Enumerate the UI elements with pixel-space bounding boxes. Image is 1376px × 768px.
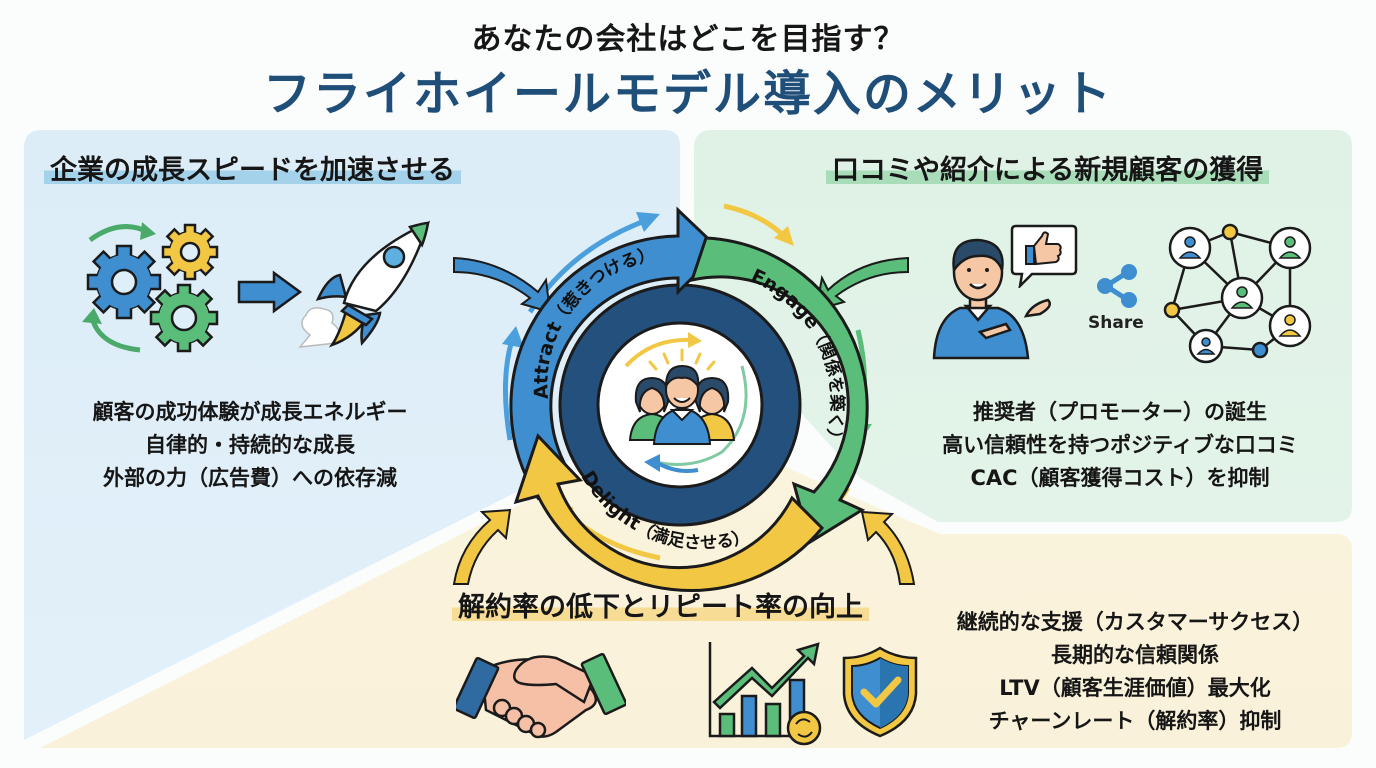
delight-segment [513, 433, 825, 592]
customers-icon [628, 364, 736, 445]
retention-heading: 解約率の低下とリピート率の向上 [452, 585, 869, 624]
bullet: 継続的な支援（カスタマーサクセス） [956, 610, 1314, 634]
gears-icon [82, 222, 219, 353]
growth-heading: 企業の成長スピードを加速させる [44, 148, 461, 187]
bullet: 長期的な信頼関係 [1051, 643, 1219, 667]
page-title: フライホイールモデル導入のメリット [262, 66, 1113, 122]
growth-bullets: 顧客の成功体験が成長エネルギー 自律的・持続的な成長 外部の力（広告費）への依存… [40, 396, 460, 495]
bullet: 顧客の成功体験が成長エネルギー [92, 400, 408, 424]
retention-bullets: 継続的な支援（カスタマーサクセス） 長期的な信頼関係 LTV（顧客生涯価値）最大… [920, 606, 1350, 738]
bullet: CAC（顧客獲得コスト）を抑制 [970, 466, 1270, 490]
bullet: LTV（顧客生涯価値）最大化 [999, 676, 1271, 700]
handshake-icon [456, 652, 626, 739]
growth-chart-icon [708, 642, 822, 746]
person-pointing-icon [932, 238, 1051, 360]
arrow-right-icon [237, 270, 303, 314]
arrow-from-retention-right [860, 510, 916, 585]
referral-heading: 口コミや紹介による新規顧客の獲得 [826, 148, 1270, 187]
bullet: 外部の力（広告費）への依存減 [103, 466, 397, 490]
bullet: チャーンレート（解約率）抑制 [988, 709, 1282, 733]
network-icon [1163, 223, 1312, 364]
bullet: 高い信頼性を持つポジティブな口コミ [942, 433, 1298, 457]
referral-bullets: 推奨者（プロモーター）の誕生 高い信頼性を持つポジティブな口コミ CAC（顧客獲… [900, 396, 1340, 495]
arrow-yellow-top [723, 203, 788, 240]
bullet: 自律的・持続的な成長 [145, 433, 355, 457]
arrow-blue-left [502, 339, 515, 441]
arrow-from-growth [453, 256, 552, 314]
arrow-from-retention-left [452, 508, 512, 585]
rocket-icon [298, 220, 430, 348]
share-icon [1097, 264, 1137, 308]
flywheel-diagram: Attract（惹きつける） Engage（関係を築く） Delight（満足さ… [452, 203, 916, 592]
shield-check-icon [842, 646, 918, 738]
share-label: Share [1088, 313, 1144, 333]
engage-segment [689, 236, 869, 545]
bullet: 推奨者（プロモーター）の誕生 [973, 400, 1267, 424]
thumbs-up-bubble-icon [1010, 224, 1078, 288]
page-subtitle: あなたの会社はどこを目指す？ [471, 22, 905, 57]
